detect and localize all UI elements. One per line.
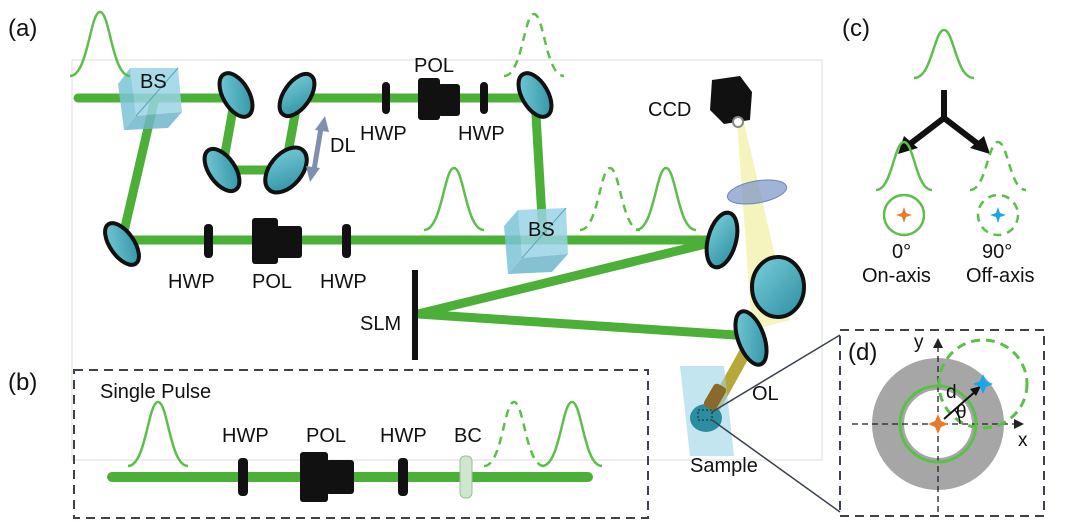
hwp-top-right (480, 82, 488, 114)
mirror-4 (103, 221, 141, 267)
polarizer-mid (252, 218, 302, 264)
panel-b-pol-label: POL (306, 425, 346, 447)
hwp-top-left (382, 82, 390, 114)
panel-b-hwp-left (238, 458, 248, 496)
on-axis-label: On-axis (862, 265, 931, 287)
panel-b-bc (459, 455, 473, 499)
on-axis-circle (882, 193, 926, 237)
beam-splitter-mid (504, 207, 568, 274)
panel-b-pulse-solid (541, 400, 603, 468)
ccd-label: CCD (648, 99, 691, 121)
axis-y-arrow (933, 338, 943, 348)
delay-line-arrow (306, 116, 329, 182)
panel-b-hwp-right (398, 458, 408, 496)
mirror-3 (516, 71, 554, 119)
polarizer-top (418, 78, 460, 120)
focus-ring-off (937, 338, 1029, 430)
ol-label: OL (752, 383, 779, 405)
mirror-1 (217, 71, 255, 119)
mirror-dl-1 (202, 146, 242, 194)
mirror-6 (750, 255, 806, 319)
slm (412, 270, 418, 360)
off-axis-angle: 90° (982, 241, 1012, 263)
off-axis-marker (990, 207, 1006, 223)
pulse-mid-dashed (579, 166, 641, 232)
distance-label: d (946, 382, 957, 403)
panel-b-pulse-single (127, 400, 189, 468)
slm-label: SLM (360, 313, 401, 335)
ccd-camera (710, 76, 752, 128)
panel-b-frame (73, 369, 649, 519)
off-axis-circle (976, 193, 1020, 237)
hwp-mid-left-label: HWP (168, 271, 215, 293)
zoom-line-bottom (711, 419, 841, 513)
off-axis-label: Off-axis (966, 265, 1035, 287)
panel-c-pulse-input (913, 28, 975, 80)
distance-arrow (943, 389, 978, 420)
axis-x-arrow (1014, 419, 1024, 429)
panel-label-b: (b) (8, 369, 37, 396)
panel-b-title: Single Pulse (100, 381, 211, 403)
on-axis-point (928, 414, 948, 434)
hwp-top-left-label: HWP (360, 123, 407, 145)
beam-splitter-top (118, 67, 182, 130)
dl-label: DL (330, 135, 356, 157)
mirror-dl-2 (263, 145, 309, 195)
hwp-top-right-label: HWP (458, 123, 505, 145)
panel-d: y x d θ (839, 329, 1045, 517)
panel-label-d: (d) (848, 339, 877, 366)
bs-top-label: BS (140, 71, 167, 93)
beam-to-slm (413, 235, 727, 319)
axis-y-label: y (914, 332, 924, 353)
panel-c: 0° On-axis 90° Off-axis (862, 28, 1035, 287)
panel-b-hwp-left-label: HWP (222, 425, 269, 447)
hwp-mid-left (204, 224, 213, 258)
pulse-dual-dashed-top (503, 12, 565, 78)
panel-label-c: (c) (842, 15, 870, 42)
pulse-mid-2 (635, 166, 697, 232)
panel-a-frame (71, 59, 823, 461)
panel-b-polarizer (300, 452, 354, 502)
panel-b-bc-label: BC (454, 425, 482, 447)
panel-b: Single Pulse HWP POL HWP BC (73, 369, 649, 519)
panel-c-pulse-on (875, 140, 933, 192)
mirrors (103, 71, 806, 367)
beam-slm-return (413, 309, 755, 341)
angle-arc (953, 408, 961, 425)
distance-arrowhead (970, 386, 981, 396)
mirror-7 (733, 309, 769, 367)
hwp-mid-right (342, 224, 351, 258)
pol-top-label: POL (414, 55, 454, 77)
panel-b-hwp-right-label: HWP (380, 425, 427, 447)
mirror-2 (277, 71, 317, 119)
bs-mid-label: BS (528, 219, 555, 241)
splitter-arrow (898, 90, 990, 154)
pulse-input (69, 10, 131, 78)
on-axis-angle: 0° (892, 241, 911, 263)
mirror-5 (704, 210, 740, 270)
pulse-mid-1 (423, 166, 485, 232)
panel-c-pulse-off (969, 140, 1027, 192)
off-axis-point (973, 374, 993, 394)
pol-mid-label: POL (252, 271, 292, 293)
panel-label-a: (a) (8, 15, 37, 42)
hwp-mid-right-label: HWP (320, 271, 367, 293)
panel-b-pulse-dashed (483, 400, 545, 468)
panel-a: BS BS DL (71, 55, 841, 513)
angle-label: θ (956, 402, 967, 423)
axis-x-label: x (1018, 430, 1028, 451)
pulses-a (69, 10, 697, 232)
sample-label: Sample (690, 455, 758, 477)
zoom-line-top (711, 334, 841, 413)
on-axis-marker (896, 207, 912, 223)
objective-lens (703, 383, 727, 411)
imaging-lens (726, 179, 788, 205)
